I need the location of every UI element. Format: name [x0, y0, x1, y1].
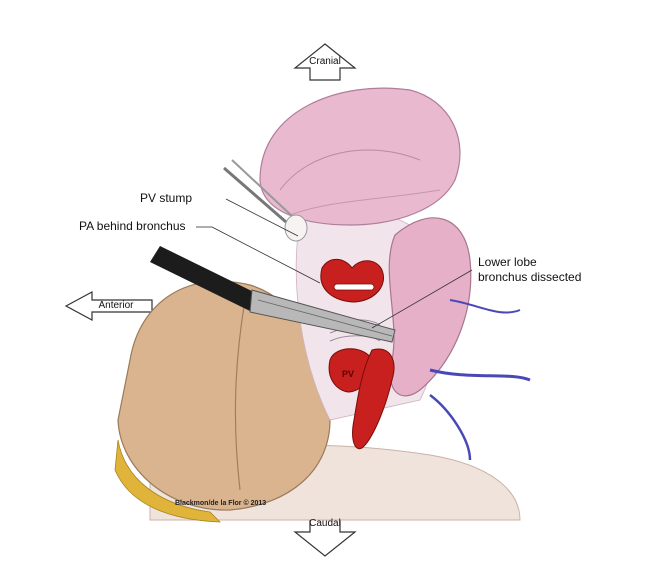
blue-vessel-3	[449, 299, 521, 314]
pa-behind-bronchus-label: PA behind bronchus	[79, 219, 186, 233]
pv-stump-label: PV stump	[140, 191, 193, 205]
pa-vessel-cluster	[320, 258, 384, 303]
upper-lung-lobe	[259, 87, 461, 226]
cranial-arrow-icon	[293, 43, 357, 81]
stapler-jaw	[249, 289, 396, 343]
bronchus-stump	[333, 283, 375, 291]
cranial-label: Cranial	[309, 56, 341, 67]
pv-vessel-label: PV	[342, 369, 355, 379]
anterior-arrow-icon	[64, 290, 153, 322]
leader-pa-2	[211, 226, 321, 284]
copyright-credit: Blackmon/de la Flor © 2013	[175, 500, 267, 507]
leader-pv-stump	[225, 198, 299, 237]
forceps-instrument-2	[231, 159, 293, 217]
lower-lung-lobe	[388, 217, 472, 397]
lower-lobe-label-line1: Lower lobe	[478, 255, 537, 269]
fat-border	[114, 439, 222, 523]
leader-lower-lobe	[371, 269, 473, 329]
forceps-instrument	[223, 166, 287, 224]
sponge-tip	[284, 214, 308, 242]
anterior-label: Anterior	[98, 300, 134, 311]
blue-vessel-1	[429, 368, 531, 382]
stapler-shaft	[150, 246, 262, 312]
descending-vessel	[352, 348, 395, 450]
caudal-label: Caudal	[309, 518, 341, 529]
stapler-jaw-line	[257, 299, 393, 337]
blue-vessel-2	[429, 394, 472, 461]
lower-lobe-label-line2: bronchus dissected	[478, 270, 582, 284]
liver-fissure	[234, 299, 246, 491]
lung-fold	[279, 149, 421, 191]
lung-fold-2	[289, 189, 441, 216]
